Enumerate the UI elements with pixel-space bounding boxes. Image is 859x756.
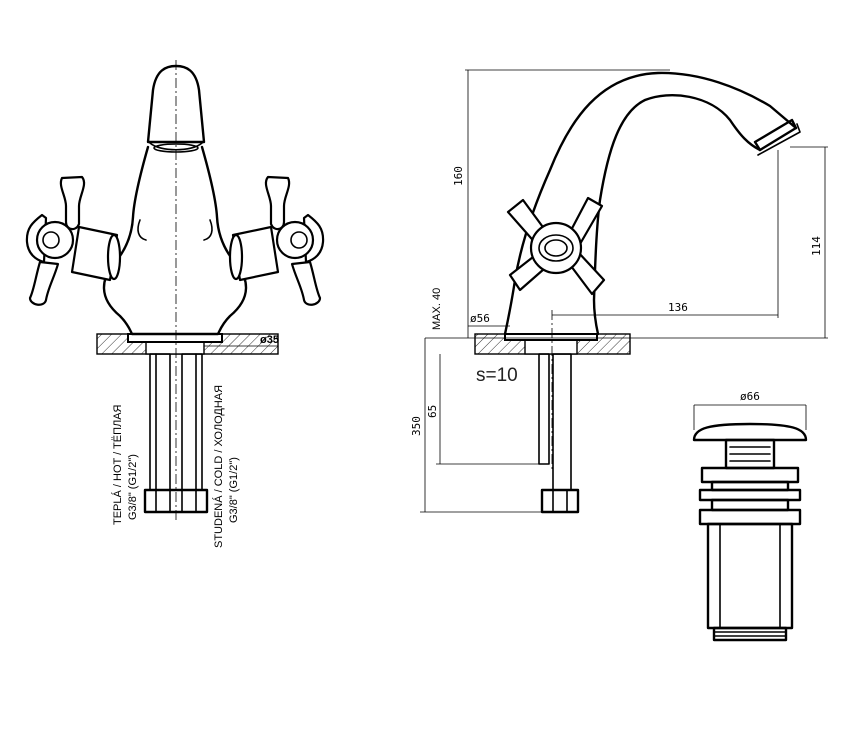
front-right-handle: [228, 175, 325, 306]
front-body-contour-left: [137, 219, 147, 241]
side-handle-hub-ring: [538, 234, 574, 262]
front-right-valve-cap: [228, 233, 244, 281]
wall-thickness-label: s=10: [476, 365, 518, 386]
side-supply-hoses: [538, 353, 580, 514]
front-supply-hoses: [143, 353, 209, 514]
front-body-contour-right: [203, 219, 213, 241]
front-view: ø35 TEPLÁ / HOT / TЁПЛАЯ G3/8" (G1/2") S…: [25, 60, 325, 548]
front-hose-nuts: [143, 488, 209, 514]
side-base-flange: [504, 333, 598, 341]
front-right-handle-hub-inner: [290, 231, 308, 249]
front-dim-35-label: ø35: [260, 334, 279, 346]
dim-136-label: 136: [668, 301, 688, 314]
side-hose: [552, 353, 572, 491]
waste-body-segment-2: [710, 498, 790, 512]
dim-hose-350: 350: [410, 338, 545, 513]
side-spout-tip: [753, 118, 798, 152]
dim-114-label: 114: [810, 236, 823, 256]
front-hose-hot: [149, 353, 171, 491]
waste-flange-top: [700, 466, 800, 484]
front-right-handle-hub: [275, 220, 315, 260]
front-left-handle-arm-bottom: [28, 260, 60, 306]
side-handle-hub: [529, 221, 583, 275]
waste-flange-bottom: [698, 508, 802, 526]
waste-thread: [712, 626, 788, 642]
side-drain-rod: [538, 353, 550, 465]
side-hose-nut: [540, 488, 580, 514]
side-handle: [506, 196, 606, 296]
side-aerator: [757, 123, 801, 156]
front-thread-diameter-dim: ø35: [204, 334, 279, 347]
dim-offset-65: 65: [426, 354, 540, 465]
dim-spout-reach-136: 136: [552, 150, 779, 318]
front-right-handle-arm-bottom: [290, 260, 322, 306]
cold-hose-thread-label: G3/8" (G1/2"): [228, 457, 240, 523]
front-left-handle-hub: [35, 220, 75, 260]
front-right-handle-arm-top: [264, 175, 291, 231]
side-view: 160 114 136 ø56 MAX. 40 350: [410, 69, 828, 514]
dim-350-label: 350: [410, 416, 423, 436]
dim-66-label: ø66: [740, 390, 760, 403]
waste-plug-cap: [692, 422, 808, 442]
front-left-handle-arm-top: [59, 175, 86, 231]
front-left-handle-hub-inner: [42, 231, 60, 249]
front-tap-body: [102, 145, 248, 336]
front-left-valve-cap: [106, 233, 122, 281]
cold-hose-label: STUDENÁ / COLD / ХОЛОДНАЯ: [212, 385, 225, 548]
dim-160-label: 160: [452, 166, 465, 186]
hot-hose-label: TEPLÁ / HOT / TЁПЛАЯ: [111, 404, 124, 525]
dim-65-label: 65: [426, 405, 439, 418]
dim-height-160: 160: [452, 69, 670, 338]
waste-flange-middle: [698, 488, 802, 502]
waste-fitting-view: ø66: [692, 390, 808, 642]
dim-56-label: ø56: [470, 312, 490, 325]
hot-hose-thread-label: G3/8" (G1/2"): [127, 454, 139, 520]
dim-waste-66: ø66: [693, 390, 807, 430]
side-tap-body: [503, 71, 798, 336]
front-spout-lip: [149, 142, 203, 151]
dim-base-56: ø56: [468, 312, 510, 327]
front-left-handle: [25, 175, 122, 306]
side-handle-hub-center: [544, 239, 568, 257]
front-hose-cold: [181, 353, 203, 491]
dim-max-40-label: MAX. 40: [431, 288, 443, 330]
dim-spout-height-114: 114: [790, 146, 828, 338]
